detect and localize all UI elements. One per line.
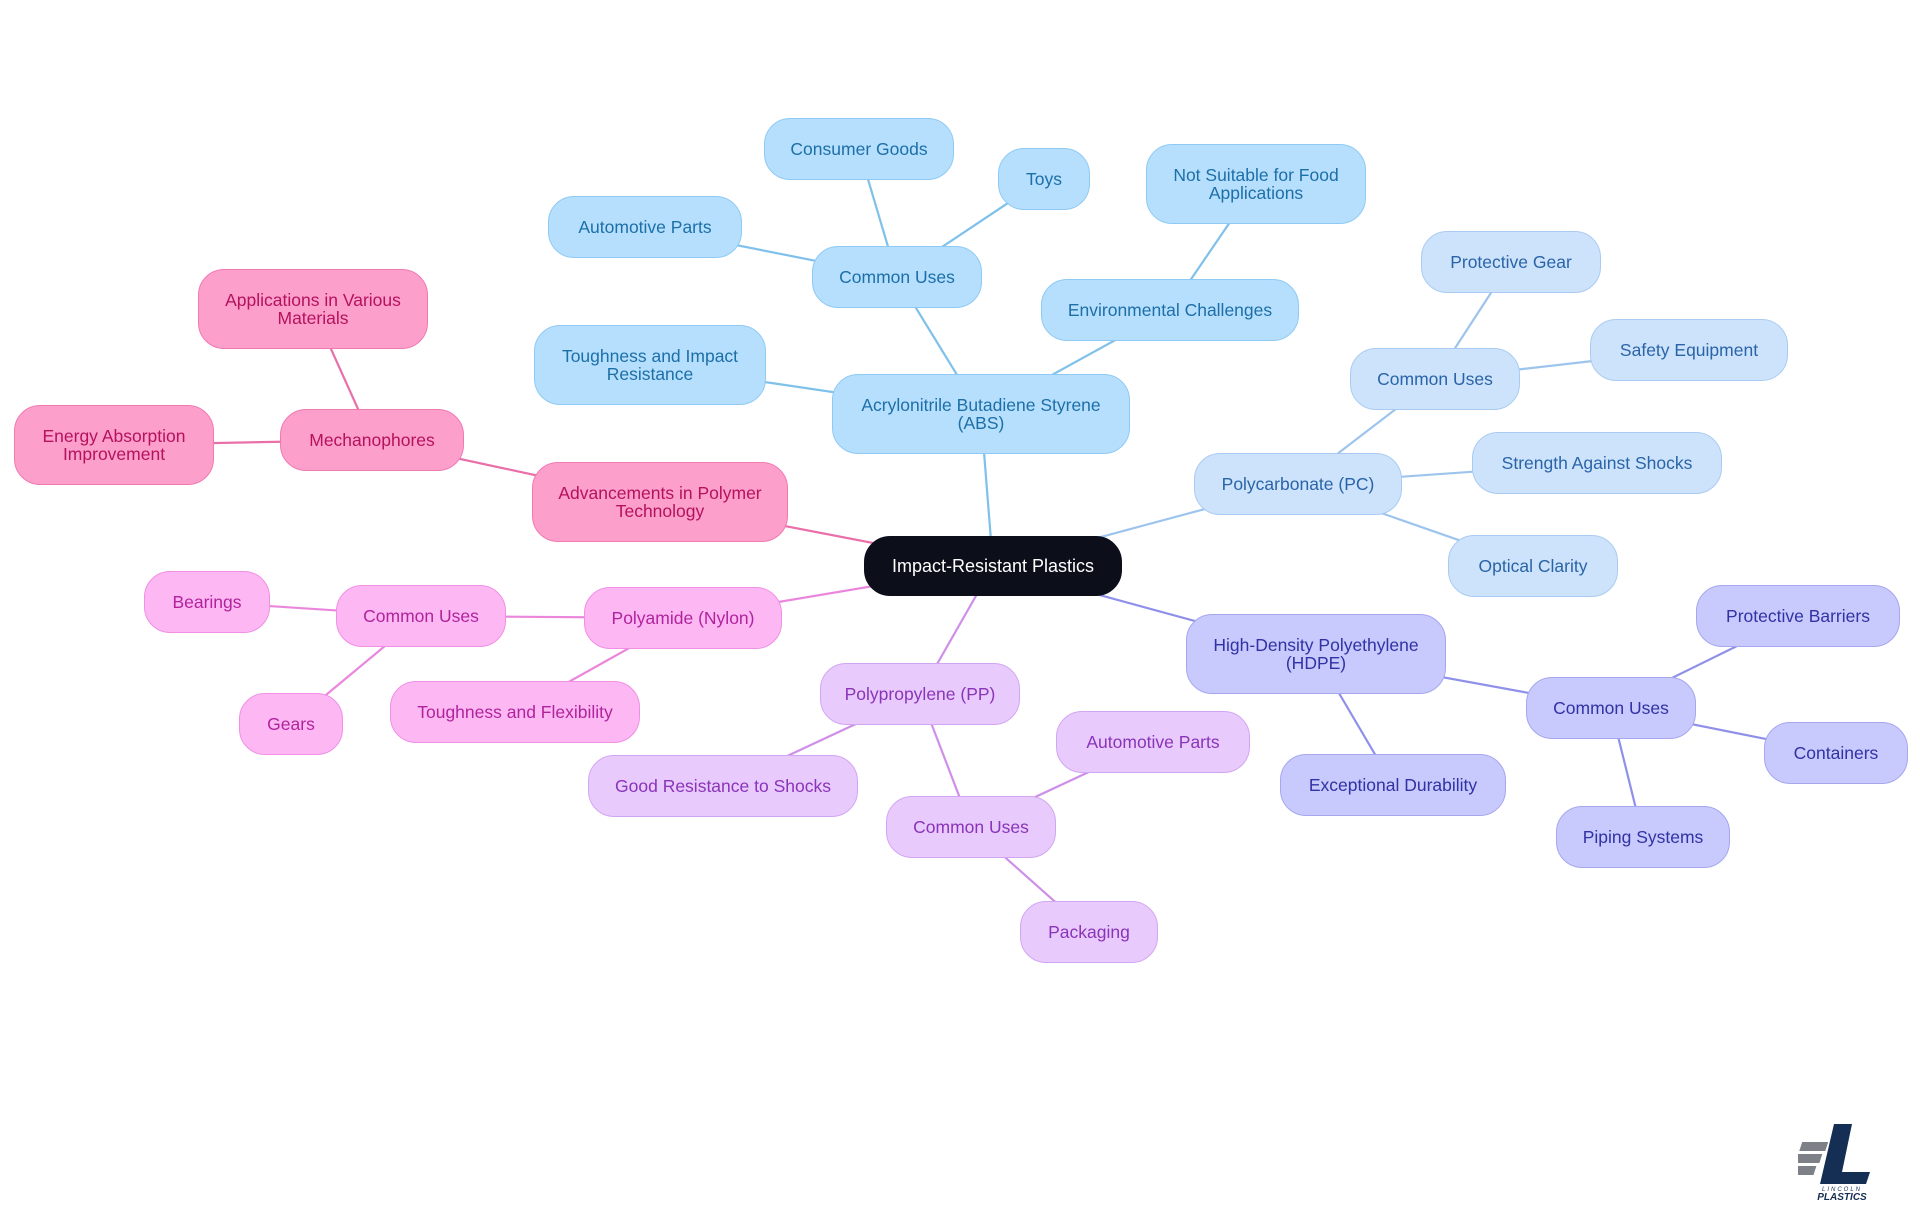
logo-mark-icon	[1798, 1124, 1870, 1184]
hdpe-node[interactable]: High-Density Polyethylene (HDPE)	[1186, 614, 1446, 694]
pc-safety-equipment-node[interactable]: Safety Equipment	[1590, 319, 1788, 381]
abs-automotive-parts-node[interactable]: Automotive Parts	[548, 196, 742, 258]
adv-energy-node[interactable]: Energy Absorption Improvement	[14, 405, 214, 485]
logo-line2: PLASTICS	[1817, 1192, 1867, 1202]
abs-consumer-goods-node[interactable]: Consumer Goods	[764, 118, 954, 180]
abs-toys-node[interactable]: Toys	[998, 148, 1090, 210]
hdpe-protective-barriers-node[interactable]: Protective Barriers	[1696, 585, 1900, 647]
pc-node[interactable]: Polycarbonate (PC)	[1194, 453, 1402, 515]
pc-protective-gear-node[interactable]: Protective Gear	[1421, 231, 1601, 293]
pa-common-uses-node[interactable]: Common Uses	[336, 585, 506, 647]
pp-shock-resistance-node[interactable]: Good Resistance to Shocks	[588, 755, 858, 817]
hdpe-durability-node[interactable]: Exceptional Durability	[1280, 754, 1506, 816]
hdpe-containers-node[interactable]: Containers	[1764, 722, 1908, 784]
pp-automotive-parts-node[interactable]: Automotive Parts	[1056, 711, 1250, 773]
abs-environmental-node[interactable]: Environmental Challenges	[1041, 279, 1299, 341]
adv-applications-node[interactable]: Applications in Various Materials	[198, 269, 428, 349]
pa-toughness-node[interactable]: Toughness and Flexibility	[390, 681, 640, 743]
pp-node[interactable]: Polypropylene (PP)	[820, 663, 1020, 725]
pa-node[interactable]: Polyamide (Nylon)	[584, 587, 782, 649]
logo-line1: LINCOLN	[1822, 1187, 1862, 1193]
pc-strength-node[interactable]: Strength Against Shocks	[1472, 432, 1722, 494]
adv-node[interactable]: Advancements in Polymer Technology	[532, 462, 788, 542]
hdpe-common-uses-node[interactable]: Common Uses	[1526, 677, 1696, 739]
abs-not-food-node[interactable]: Not Suitable for Food Applications	[1146, 144, 1366, 224]
pp-packaging-node[interactable]: Packaging	[1020, 901, 1158, 963]
lincoln-plastics-logo: LINCOLN PLASTICS	[1798, 1124, 1870, 1202]
pa-bearings-node[interactable]: Bearings	[144, 571, 270, 633]
root-node[interactable]: Impact-Resistant Plastics	[864, 536, 1122, 596]
pc-common-uses-node[interactable]: Common Uses	[1350, 348, 1520, 410]
hdpe-piping-systems-node[interactable]: Piping Systems	[1556, 806, 1730, 868]
abs-common-uses-node[interactable]: Common Uses	[812, 246, 982, 308]
abs-toughness-node[interactable]: Toughness and Impact Resistance	[534, 325, 766, 405]
abs-node[interactable]: Acrylonitrile Butadiene Styrene (ABS)	[832, 374, 1130, 454]
adv-mechanophores-node[interactable]: Mechanophores	[280, 409, 464, 471]
pc-optical-clarity-node[interactable]: Optical Clarity	[1448, 535, 1618, 597]
pp-common-uses-node[interactable]: Common Uses	[886, 796, 1056, 858]
pa-gears-node[interactable]: Gears	[239, 693, 343, 755]
